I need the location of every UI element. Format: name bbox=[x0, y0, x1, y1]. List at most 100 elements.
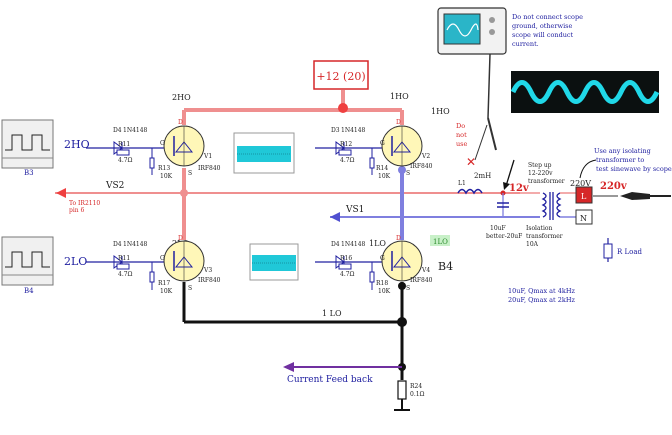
shunt-name: R24 bbox=[410, 383, 422, 390]
label-1lo-bottom: 1 LO bbox=[322, 309, 342, 318]
v4-s: S bbox=[406, 285, 410, 292]
out-220: 220v bbox=[600, 181, 628, 192]
vs2-arrow bbox=[56, 188, 66, 198]
label-vs2: VS2 bbox=[105, 181, 124, 191]
v1-part: IRF840 bbox=[198, 165, 221, 172]
output-voltage: 12v bbox=[509, 183, 530, 194]
scope-mid-bottom bbox=[249, 243, 299, 281]
gp1-r: R11 bbox=[118, 141, 130, 148]
gp4-diode: D4 bbox=[331, 241, 340, 248]
v4-id: V4 bbox=[421, 267, 430, 274]
gate-driver-1 bbox=[86, 141, 164, 175]
gp3-r: R11 bbox=[118, 255, 130, 262]
stepup-2: 12-220v bbox=[528, 170, 553, 177]
cap-label-2: better-20uF bbox=[486, 233, 522, 240]
label-2lo-side: 2LO bbox=[64, 255, 87, 268]
probe-right bbox=[620, 192, 671, 200]
mains-l-box bbox=[575, 186, 593, 204]
isolating-note-3: test sinewave by scope bbox=[596, 165, 672, 173]
v3-d: D bbox=[178, 235, 183, 242]
label-1lo: 1LO bbox=[369, 239, 386, 248]
v3-s: S bbox=[188, 285, 192, 292]
gp3-pdval: 10K bbox=[160, 288, 173, 295]
gate-driver-4 bbox=[315, 255, 382, 290]
ir-note-line1: To IR2110 bbox=[69, 200, 100, 207]
mains-n: N bbox=[580, 214, 587, 223]
gate-driver-2 bbox=[315, 141, 382, 175]
scope-note-1: Do not connect scope bbox=[512, 13, 583, 21]
scope-mid-top bbox=[233, 132, 295, 174]
ground-node-2 bbox=[397, 317, 407, 327]
gp2-diode: D3 bbox=[331, 127, 340, 134]
stepup-1: Step up bbox=[528, 162, 552, 169]
gate-driver-3 bbox=[86, 255, 164, 290]
do-not-use-1: Do bbox=[456, 122, 465, 130]
scope-b4 bbox=[1, 236, 54, 286]
gp4-pd: R18 bbox=[376, 280, 388, 287]
cap-label-1: 10uF bbox=[490, 225, 506, 232]
v3-g: G bbox=[160, 255, 165, 262]
scope-b3 bbox=[1, 119, 54, 169]
do-not-use-2: not bbox=[456, 131, 467, 139]
output-arrow-line bbox=[505, 159, 515, 187]
sinewave-screen bbox=[510, 71, 660, 113]
cross-mark: ✕ bbox=[466, 155, 476, 169]
gp1-diode: D4 bbox=[113, 127, 122, 134]
qmax-1: 10uF, Qmax at 4kHz bbox=[508, 287, 575, 295]
mains-n-box bbox=[575, 209, 593, 225]
label-2ho-side: 2HO bbox=[64, 138, 90, 151]
gp3-pd: R17 bbox=[158, 280, 170, 287]
gp2-pd: R14 bbox=[376, 165, 388, 172]
output-arrow-head bbox=[503, 182, 510, 190]
gp4-r: R16 bbox=[340, 255, 352, 262]
feedback-arrow bbox=[283, 362, 294, 372]
label-b4-main: B4 bbox=[438, 260, 453, 273]
gp3-diode: D4 bbox=[113, 241, 122, 248]
probe-tip bbox=[487, 117, 497, 151]
scope-b3-label: B3 bbox=[24, 169, 34, 177]
load-label: R Load bbox=[617, 248, 643, 256]
gp2-diode-part: 1N4148 bbox=[341, 127, 366, 134]
gp4-rval: 4.7Ω bbox=[340, 271, 355, 278]
oscilloscope-icon bbox=[437, 7, 507, 55]
mosfet-v3 bbox=[163, 240, 205, 282]
v2-part: IRF840 bbox=[410, 163, 433, 170]
label-hi-left: 2HO bbox=[172, 93, 191, 102]
v2-s: S bbox=[406, 170, 410, 177]
v1-d: D bbox=[178, 119, 183, 126]
label-vs1: VS1 bbox=[345, 205, 364, 215]
lo-tag: 1LO bbox=[433, 238, 448, 246]
feedback-label: Current Feed back bbox=[287, 375, 373, 385]
lo-tag-bg bbox=[430, 235, 450, 246]
isolation-1: Isolation bbox=[526, 225, 553, 232]
probe-ground-lead bbox=[474, 124, 488, 161]
shunt-value: 0.1Ω bbox=[410, 391, 425, 398]
supply-label: +12 (20) bbox=[316, 70, 365, 83]
supply-box bbox=[313, 60, 369, 90]
v4-d: D bbox=[396, 235, 401, 242]
gp2-r: R12 bbox=[340, 141, 352, 148]
isolating-note-arrow bbox=[579, 159, 597, 179]
gp2-rval: 4.7Ω bbox=[340, 157, 355, 164]
gp3-rval: 4.7Ω bbox=[118, 271, 133, 278]
mosfet-v2 bbox=[381, 125, 423, 167]
scope-b4-label: B4 bbox=[24, 287, 34, 295]
qmax-2: 20uF, Qmax at 2kHz bbox=[508, 296, 575, 304]
gp4-pdval: 10K bbox=[378, 288, 391, 295]
v1-id: V1 bbox=[203, 153, 212, 160]
ground-node-1 bbox=[398, 282, 406, 290]
isolating-note-2: transformer to bbox=[596, 156, 644, 164]
v4-part: IRF840 bbox=[410, 277, 433, 284]
mains-l: L bbox=[581, 192, 587, 201]
v2-d: D bbox=[396, 119, 401, 126]
inductor-l1 bbox=[457, 188, 483, 195]
stepup-3: transformer bbox=[528, 178, 565, 185]
right-node bbox=[398, 166, 406, 174]
label-1ho-probe: 1HO bbox=[431, 107, 450, 116]
v3-part: IRF840 bbox=[198, 277, 221, 284]
scope-note-2: ground, otherwise bbox=[512, 22, 572, 30]
do-not-use-3: use bbox=[456, 140, 468, 148]
gp1-diode-part: 1N4148 bbox=[123, 127, 148, 134]
